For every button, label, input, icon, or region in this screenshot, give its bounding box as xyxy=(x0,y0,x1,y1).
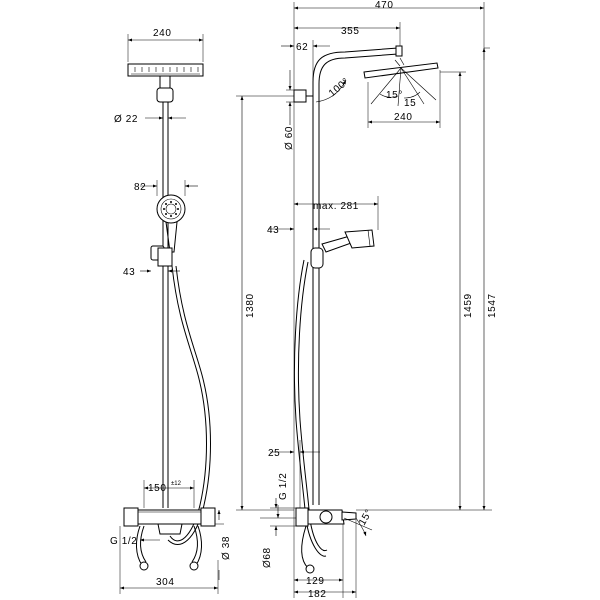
dim-front-240: 240 xyxy=(153,28,172,39)
dim-front-82: 82 xyxy=(134,182,146,193)
dim-side-68: Ø68 xyxy=(262,547,273,568)
front-view: 240 Ø 22 82 43 150 ±12 G 1/2 Ø 38 304 xyxy=(110,28,232,594)
shower-hose-front xyxy=(169,265,207,542)
dim-side-129: 129 xyxy=(306,576,325,587)
dim-side-15deg-spout: 15° xyxy=(357,507,375,527)
dim-side-25: 25 xyxy=(268,448,280,459)
dim-side-62: 62 xyxy=(296,42,308,53)
dim-side-355: 355 xyxy=(341,26,360,37)
dim-side-max281: max. 281 xyxy=(313,201,359,212)
wall-bracket-upper xyxy=(293,89,313,103)
dim-side-1380: 1380 xyxy=(245,293,256,318)
thermostat-mixer-front xyxy=(123,507,216,571)
dim-side-470: 470 xyxy=(375,0,394,11)
dim-front-38: Ø 38 xyxy=(221,536,232,560)
slider-front xyxy=(150,245,173,267)
hand-shower-side xyxy=(321,229,375,253)
dim-front-150: 150 xyxy=(148,483,167,494)
front-view-dimensions xyxy=(119,34,224,594)
overhead-shower-front xyxy=(127,63,204,103)
dim-side-1459: 1459 xyxy=(463,293,474,318)
dim-front-150-tolerance: ±12 xyxy=(171,481,182,487)
dim-front-g12: G 1/2 xyxy=(110,536,137,547)
riser-pipe-side xyxy=(312,45,403,505)
shower-hose-side xyxy=(293,259,327,557)
dim-side-100deg: 100° xyxy=(327,76,352,99)
side-view-dimensions xyxy=(236,2,492,598)
dim-front-22: Ø 22 xyxy=(114,114,138,125)
dim-side-240: 240 xyxy=(394,112,413,123)
dim-side-60: Ø 60 xyxy=(284,126,295,150)
dim-side-182: 182 xyxy=(308,589,327,600)
riser-pipe-front xyxy=(162,102,169,508)
dim-side-15deg: 15° xyxy=(386,90,403,101)
slider-side xyxy=(310,247,324,269)
dim-front-304: 304 xyxy=(156,577,175,588)
dim-side-15: 15 xyxy=(404,98,416,109)
dim-front-43: 43 xyxy=(123,267,135,278)
hand-shower-front xyxy=(156,194,186,253)
thermostat-mixer-side xyxy=(295,507,357,574)
dim-side-g12: G 1/2 xyxy=(278,473,289,500)
dim-side-1547: 1547 xyxy=(487,293,498,318)
side-view: 470 355 62 100° 15° 15 240 Ø 60 max. 281… xyxy=(236,0,498,600)
dim-side-43: 43 xyxy=(267,225,279,236)
